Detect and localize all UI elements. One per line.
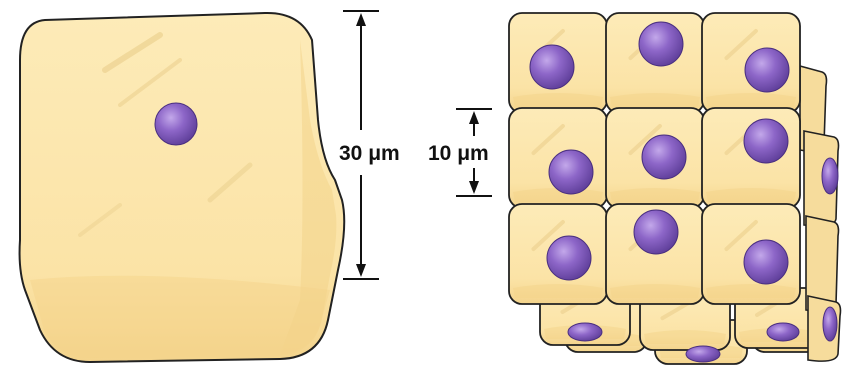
cell-r1-c3-nucleus [745, 48, 789, 92]
cell-r3-c2-nucleus [634, 210, 678, 254]
cell-r2-c1-nucleus [549, 150, 593, 194]
cell-r2-c2-nucleus [642, 135, 686, 179]
small-cell-size-label: 10 μm [428, 143, 489, 164]
large-cell-nucleus [155, 103, 197, 145]
side-cell-nucleus [823, 307, 837, 341]
side-cell-nucleus [822, 158, 838, 194]
back-cell-nucleus [767, 323, 799, 341]
large-cell [20, 13, 345, 362]
cell-r3-c3-nucleus [744, 240, 788, 284]
back-cell-nucleus [568, 323, 602, 341]
small-cell-cluster [509, 13, 841, 364]
cell-r1-c2-nucleus [639, 22, 683, 66]
large-cell-size-label: 30 μm [339, 143, 400, 164]
back-cell-nucleus [686, 346, 720, 362]
cell-r3-c1-nucleus [547, 236, 591, 280]
cell-r1-c1-nucleus [530, 45, 574, 89]
cell-r2-c3-nucleus [744, 119, 788, 163]
